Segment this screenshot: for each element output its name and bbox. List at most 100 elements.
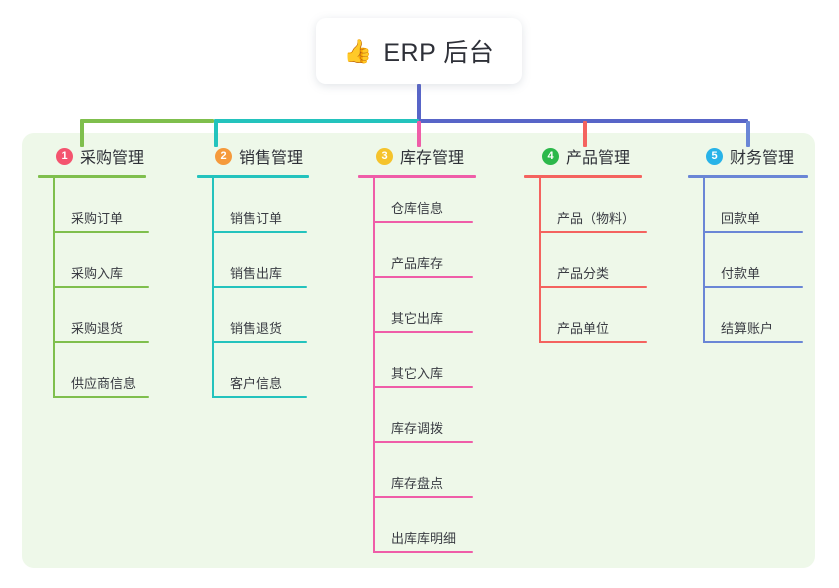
column-item-label: 产品单位 [557, 321, 610, 336]
column-item-rule [373, 331, 473, 333]
column-header-rule [524, 175, 642, 178]
column-header-1[interactable]: 1 采购管理 [38, 144, 146, 168]
column-item-rule [53, 231, 149, 233]
connector-drop-2 [214, 121, 218, 147]
column-number-badge: 5 [706, 147, 723, 165]
column-item[interactable]: 其它入库 [373, 364, 473, 388]
column-item-label: 库存调拨 [391, 421, 444, 436]
column-item-label: 其它出库 [391, 311, 444, 326]
column-item[interactable]: 销售订单 [212, 209, 307, 233]
column-item-rule [53, 396, 149, 398]
root-connector-stem [417, 84, 421, 122]
root-node-title: ERP 后台 [383, 39, 495, 67]
column-header-3[interactable]: 3 库存管理 [358, 144, 476, 168]
column-item-label: 结算账户 [721, 321, 774, 336]
diagram-panel-background [22, 133, 815, 568]
column-item-rule [373, 441, 473, 443]
column-item[interactable]: 结算账户 [703, 319, 803, 343]
column-item-rule [373, 386, 473, 388]
column-item-rule [53, 341, 149, 343]
column-item[interactable]: 产品分类 [539, 264, 647, 288]
connector-drop-1 [80, 121, 84, 147]
column-item-label: 供应商信息 [71, 376, 137, 391]
column-item[interactable]: 出库库明细 [373, 529, 473, 553]
category-column-1: 1 采购管理采购订单采购入库采购退货供应商信息 [38, 144, 149, 398]
column-item[interactable]: 库存盘点 [373, 474, 473, 498]
column-header-rule [358, 175, 476, 178]
column-item-label: 销售退货 [230, 321, 283, 336]
column-item[interactable]: 产品单位 [539, 319, 647, 343]
column-item-label: 销售订单 [230, 211, 283, 226]
column-item[interactable]: 采购订单 [53, 209, 149, 233]
column-item-label: 产品库存 [391, 256, 444, 271]
column-title: 采购管理 [80, 150, 145, 167]
column-number-badge: 2 [215, 147, 232, 165]
column-item-rule [539, 231, 647, 233]
column-spine [539, 178, 541, 343]
column-item-rule [373, 551, 473, 553]
category-column-2: 2 销售管理销售订单销售出库销售退货客户信息 [197, 144, 309, 398]
connector-drop-3 [417, 121, 421, 147]
column-item-label: 其它入库 [391, 366, 444, 381]
column-item-label: 采购入库 [71, 266, 124, 281]
column-item-label: 客户信息 [230, 376, 283, 391]
column-item-rule [53, 286, 149, 288]
column-item-label: 回款单 [721, 211, 761, 226]
column-item-label: 产品分类 [557, 266, 610, 281]
connector-drop-4 [583, 121, 587, 147]
column-item-rule [212, 341, 307, 343]
column-spine [53, 178, 55, 398]
column-item[interactable]: 付款单 [703, 264, 803, 288]
column-header-rule [38, 175, 146, 178]
column-item-rule [373, 221, 473, 223]
column-item-rule [373, 276, 473, 278]
column-item[interactable]: 产品库存 [373, 254, 473, 278]
category-column-3: 3 库存管理仓库信息产品库存其它出库其它入库库存调拨库存盘点出库库明细 [358, 144, 476, 553]
column-header-5[interactable]: 5 财务管理 [688, 144, 808, 168]
column-number-badge: 1 [56, 147, 73, 165]
column-item[interactable]: 回款单 [703, 209, 803, 233]
column-header-2[interactable]: 2 销售管理 [197, 144, 309, 168]
column-spine [212, 178, 214, 398]
column-number-badge: 3 [376, 147, 393, 165]
column-item-label: 仓库信息 [391, 201, 444, 216]
column-item-label: 库存盘点 [391, 476, 444, 491]
connector-hbar-1 [80, 119, 214, 123]
column-header-rule [197, 175, 309, 178]
column-item[interactable]: 采购退货 [53, 319, 149, 343]
column-number-badge: 4 [542, 147, 559, 165]
column-item-rule [703, 286, 803, 288]
column-item[interactable]: 供应商信息 [53, 374, 149, 398]
column-item-label: 采购退货 [71, 321, 124, 336]
column-item[interactable]: 销售出库 [212, 264, 307, 288]
column-item-rule [703, 341, 803, 343]
column-title: 销售管理 [239, 150, 304, 167]
column-item[interactable]: 产品（物料） [539, 209, 647, 233]
column-item-label: 销售出库 [230, 266, 283, 281]
column-spine [373, 178, 375, 553]
thumbs-up-icon: 👍 [343, 37, 373, 64]
column-item-rule [703, 231, 803, 233]
column-item-rule [212, 231, 307, 233]
column-header-rule [688, 175, 808, 178]
root-node-erp-backend[interactable]: 👍 ERP 后台 [316, 18, 522, 84]
column-title: 库存管理 [400, 150, 465, 167]
column-item[interactable]: 仓库信息 [373, 199, 473, 223]
column-item-rule [212, 396, 307, 398]
column-item[interactable]: 销售退货 [212, 319, 307, 343]
column-item-label: 出库库明细 [391, 531, 457, 546]
category-column-5: 5 财务管理回款单付款单结算账户 [688, 144, 808, 343]
column-item-rule [539, 286, 647, 288]
column-item-rule [373, 496, 473, 498]
column-title: 财务管理 [730, 150, 795, 167]
column-item-label: 产品（物料） [557, 211, 636, 226]
column-item[interactable]: 客户信息 [212, 374, 307, 398]
column-spine [703, 178, 705, 343]
column-item[interactable]: 库存调拨 [373, 419, 473, 443]
column-item-rule [212, 286, 307, 288]
column-item[interactable]: 其它出库 [373, 309, 473, 333]
column-item[interactable]: 采购入库 [53, 264, 149, 288]
